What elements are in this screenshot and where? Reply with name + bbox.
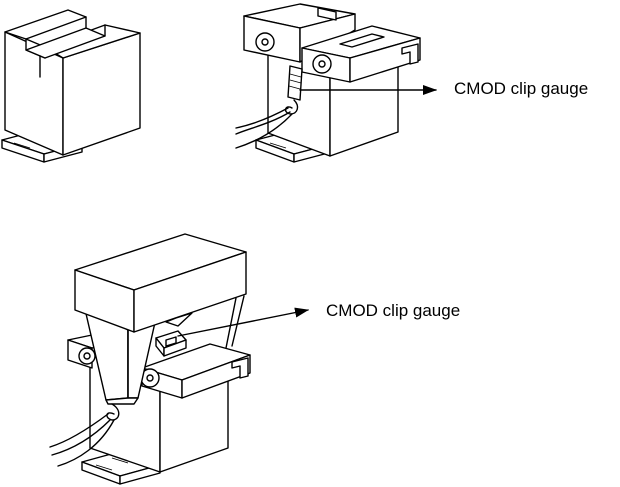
gauge-cable: [49, 403, 120, 467]
label-cmod-clip-gauge-top: CMOD clip gauge: [454, 79, 588, 98]
callout-top: CMOD clip gauge: [299, 79, 588, 98]
loading-plate-right: [301, 25, 421, 83]
specimen-notched-block: [1, 9, 141, 163]
wedge: [83, 304, 157, 405]
clip-gauge-small: [235, 65, 303, 149]
label-cmod-clip-gauge-bottom: CMOD clip gauge: [326, 301, 460, 320]
specimen-with-clip-gauge: [235, 3, 421, 163]
loading-head: [74, 233, 247, 349]
callout-bottom: CMOD clip gauge: [177, 301, 460, 337]
full-loading-assembly: [49, 233, 251, 485]
support-plate-right: [140, 343, 251, 399]
callout-arrow-bottom: [177, 307, 309, 337]
support-base-bottom: [81, 450, 161, 485]
